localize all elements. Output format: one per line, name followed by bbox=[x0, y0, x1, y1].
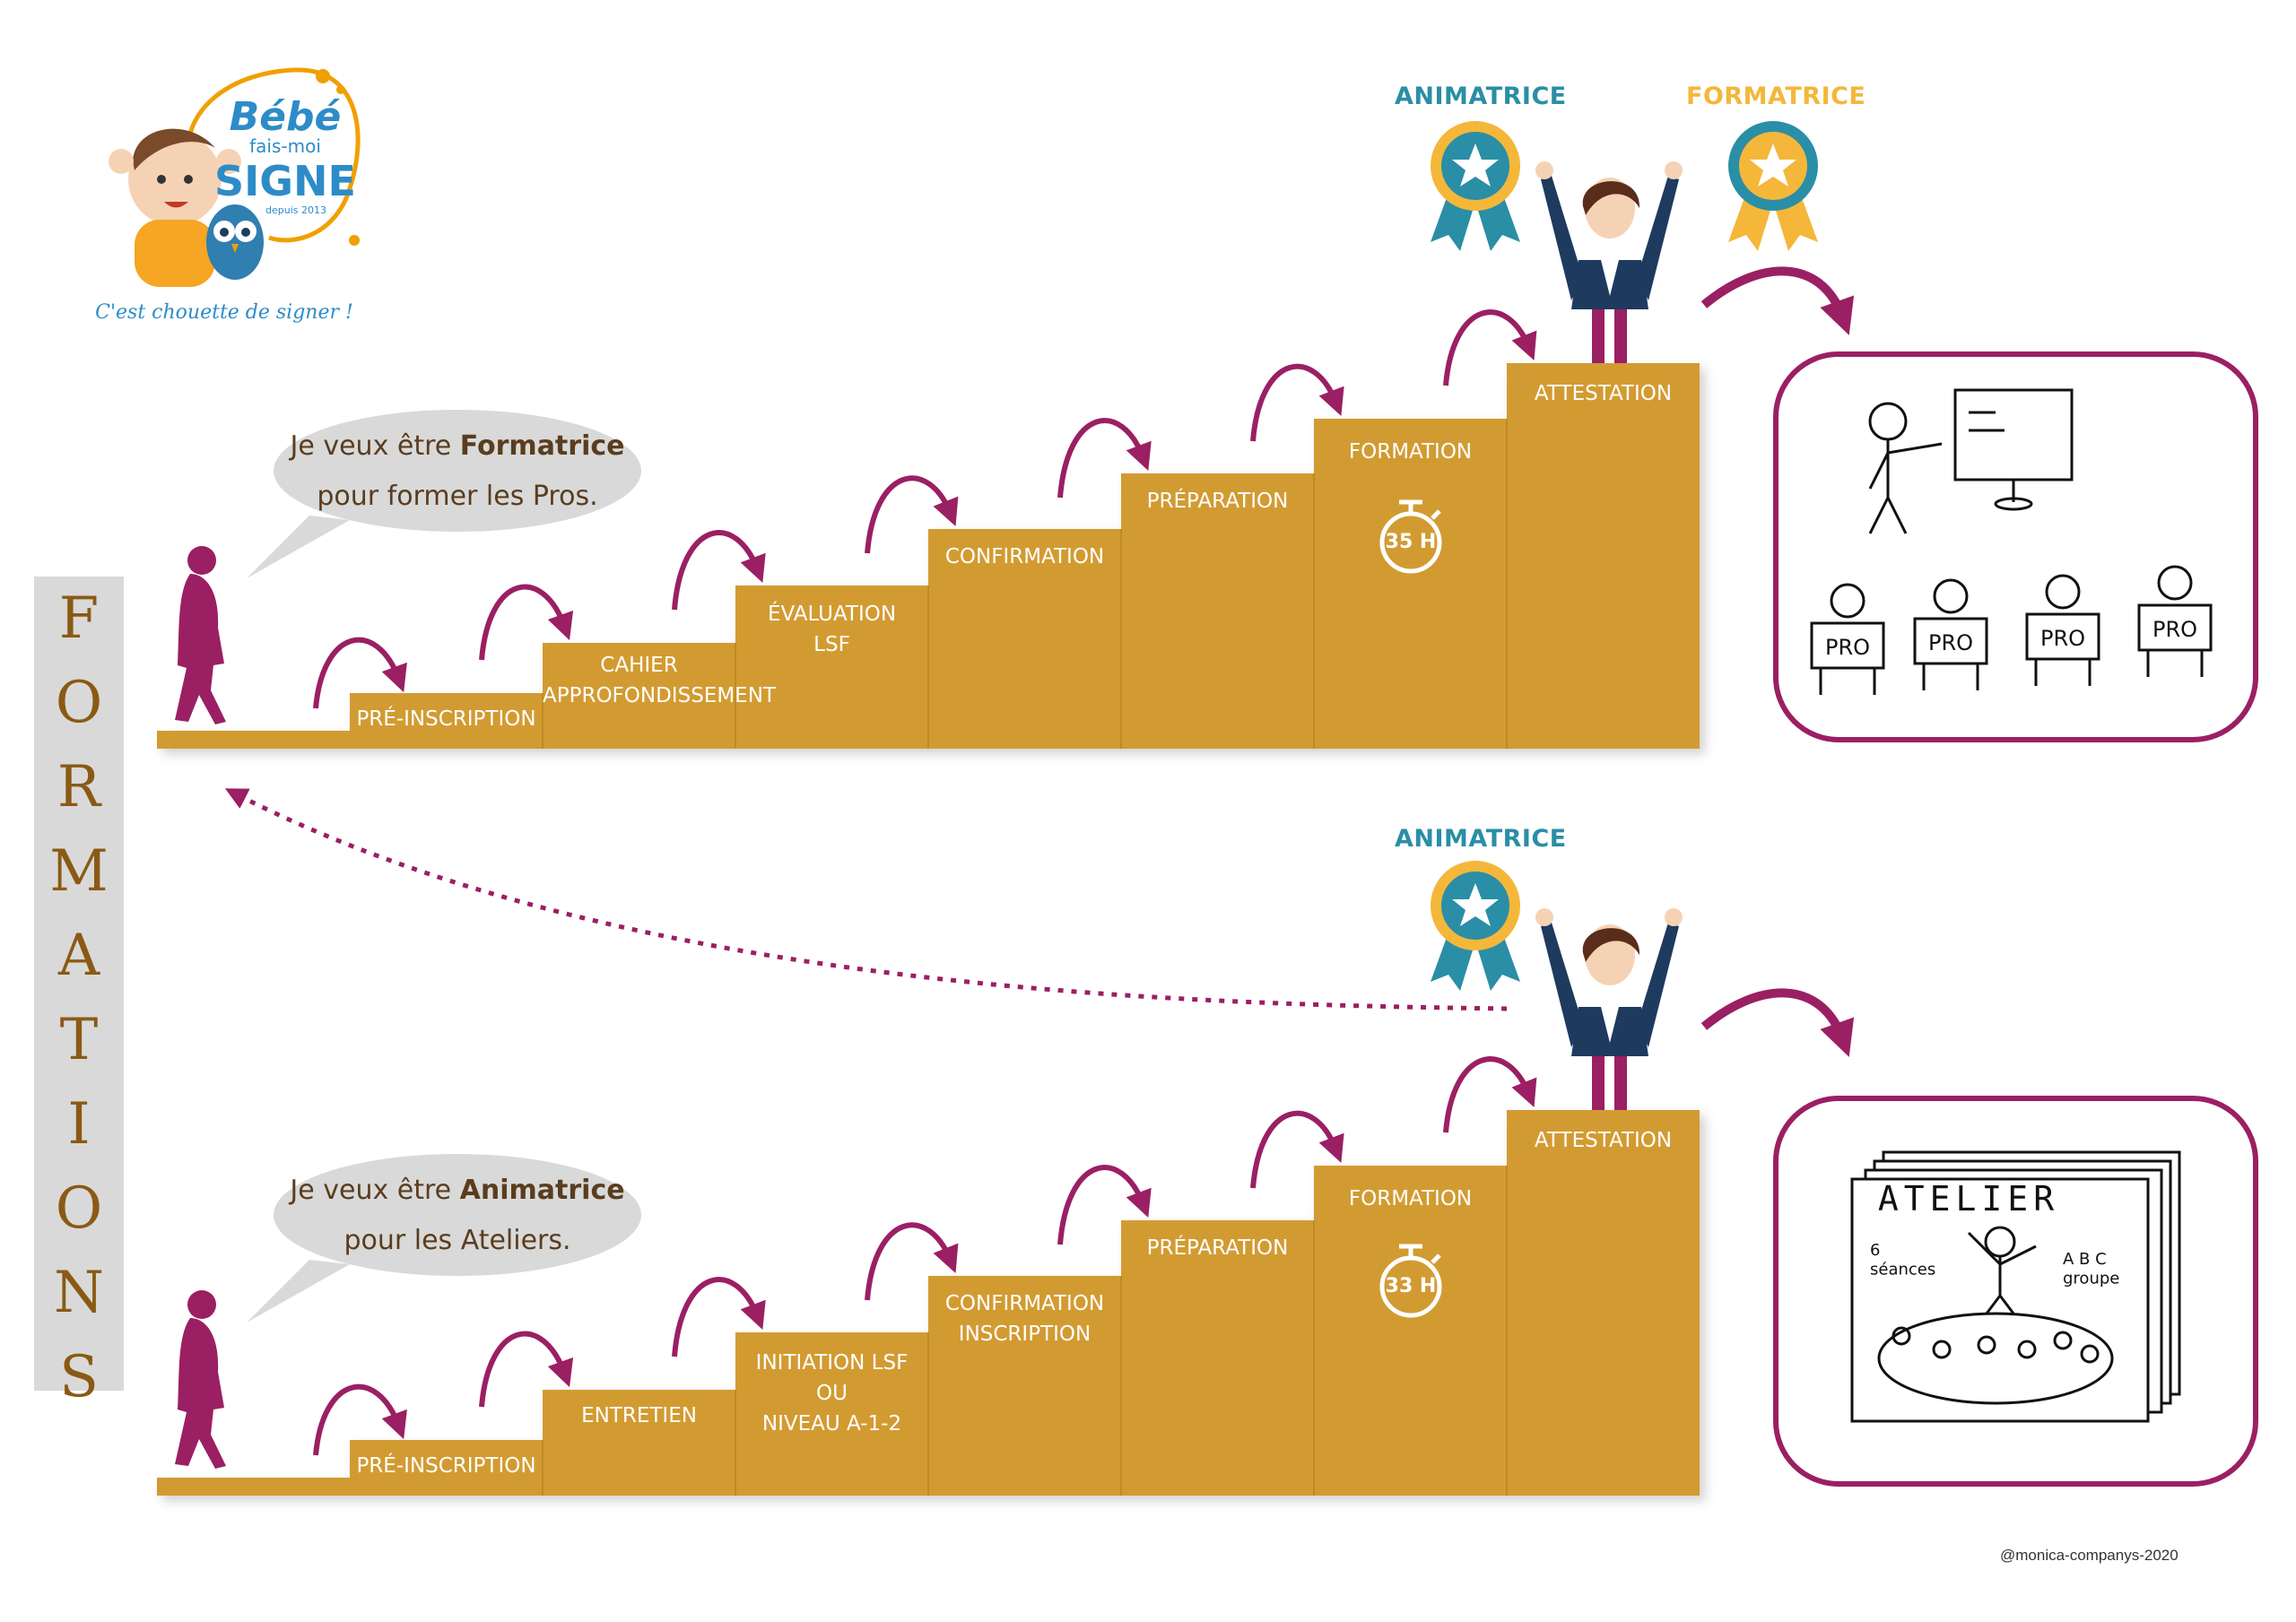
bottom-step-5 bbox=[1121, 1220, 1314, 1496]
vertical-title-letter: O bbox=[55, 1175, 103, 1242]
pro-label-4: PRO bbox=[2152, 617, 2197, 642]
top-step-dividers bbox=[542, 419, 1508, 749]
logo-word-bebe: Bébé bbox=[230, 94, 342, 140]
top-step-5 bbox=[1121, 473, 1314, 749]
logo-since: depuis 2013 bbox=[265, 204, 326, 216]
bottom-step-label-1: PRÉ-INSCRIPTION bbox=[356, 1454, 536, 1478]
top-step-label-7: ATTESTATION bbox=[1534, 382, 1673, 405]
bottom-step-label-5: PRÉPARATION bbox=[1146, 1236, 1289, 1260]
vertical-title-letter: M bbox=[49, 838, 109, 905]
top-bubble-text: Je veux être Formatrice pour former les … bbox=[278, 421, 637, 522]
top-step-6 bbox=[1314, 419, 1507, 749]
bottom-step-2 bbox=[543, 1390, 735, 1496]
top-step-label-1: PRÉ-INSCRIPTION bbox=[356, 707, 536, 731]
top-jump-arrows bbox=[313, 309, 1537, 709]
bottom-cheering-woman-icon bbox=[1535, 908, 1683, 1110]
bottom-hours: 33 H bbox=[1385, 1275, 1437, 1297]
top-step-7 bbox=[1507, 363, 1700, 749]
logo-word-signe: SIGNE bbox=[214, 157, 356, 205]
pro-label-2: PRO bbox=[1928, 630, 1973, 655]
vertical-title-letter: O bbox=[55, 670, 103, 736]
bottom-step-label-7: ATTESTATION bbox=[1534, 1129, 1673, 1152]
bottom-step-label-6: FORMATION bbox=[1348, 1187, 1473, 1210]
vertical-title-letter: R bbox=[57, 754, 101, 820]
top-step-label-2: CAHIER APPROFONDISSEMENT bbox=[543, 654, 776, 707]
top-staircase bbox=[157, 363, 1700, 749]
bottom-staircase bbox=[157, 1110, 1700, 1496]
top-result-arrow bbox=[1700, 266, 1855, 335]
return-dotted-arrow bbox=[224, 788, 1508, 1011]
top-step-label-4: CONFIRMATION bbox=[944, 545, 1105, 568]
logo-word-fais-moi: fais-moi bbox=[249, 135, 321, 157]
bottom-animatrice-label: ANIMATRICE bbox=[1395, 825, 1567, 853]
copyright: @monica-companys-2020 bbox=[2000, 1547, 2179, 1564]
top-cheering-woman-icon bbox=[1535, 161, 1683, 363]
bottom-step-6 bbox=[1314, 1166, 1507, 1496]
top-walking-woman-icon bbox=[175, 546, 226, 724]
top-formatrice-rosette-icon bbox=[1728, 121, 1818, 251]
top-animatrice-rosette-icon bbox=[1431, 121, 1520, 251]
top-bubble-bold: Formatrice bbox=[459, 430, 625, 462]
bottom-step-1 bbox=[350, 1440, 543, 1496]
top-step-4 bbox=[928, 529, 1121, 749]
pro-label-1: PRO bbox=[1825, 635, 1870, 660]
bottom-step-label-2: ENTRETIEN bbox=[581, 1404, 697, 1427]
vertical-title-letter: T bbox=[59, 1007, 99, 1073]
bottom-step-7 bbox=[1507, 1110, 1700, 1496]
top-step-3 bbox=[735, 585, 928, 749]
bottom-bubble-prefix: Je veux être bbox=[290, 1175, 460, 1206]
top-stopwatch-icon bbox=[1379, 499, 1442, 574]
top-step-1 bbox=[350, 693, 543, 749]
bottom-animatrice-rosette-icon bbox=[1431, 861, 1520, 991]
bottom-stopwatch-icon bbox=[1379, 1244, 1442, 1318]
top-step-2 bbox=[543, 643, 735, 749]
bottom-step-3 bbox=[735, 1332, 928, 1496]
top-bubble-line2: pour former les Pros. bbox=[317, 481, 598, 512]
bottom-speech-bubble bbox=[247, 1154, 641, 1323]
top-speech-bubble bbox=[247, 410, 641, 578]
bottom-result-arrow bbox=[1700, 988, 1855, 1057]
pro-label-3: PRO bbox=[2040, 626, 2085, 651]
vertical-title-letter: S bbox=[59, 1344, 99, 1410]
atelier-title: ATELIER bbox=[1878, 1179, 2059, 1219]
top-animatrice-label: ANIMATRICE bbox=[1395, 82, 1567, 110]
vertical-title-letter: N bbox=[54, 1260, 104, 1326]
bottom-step-label-3: INITIATION LSF OU NIVEAU A-1-2 bbox=[755, 1351, 909, 1436]
vertical-title-letter: A bbox=[57, 923, 100, 989]
bottom-step-4 bbox=[928, 1276, 1121, 1496]
bottom-step-label-4: CONFIRMATION INSCRIPTION bbox=[944, 1292, 1105, 1346]
bottom-bubble-line2: pour les Ateliers. bbox=[344, 1225, 571, 1256]
bottom-jump-arrows bbox=[313, 1056, 1537, 1456]
top-pro-training-illustration: PRO PRO PRO PRO bbox=[1773, 351, 2258, 742]
logo-tagline: C'est chouette de signer ! bbox=[95, 301, 353, 324]
bottom-bubble-text: Je veux être Animatrice pour les Atelier… bbox=[278, 1166, 637, 1266]
bottom-step-dividers bbox=[542, 1166, 1508, 1496]
top-formatrice-label: FORMATRICE bbox=[1686, 82, 1866, 110]
top-step-label-6: FORMATION bbox=[1348, 440, 1473, 464]
bottom-bubble-bold: Animatrice bbox=[459, 1175, 625, 1206]
bottom-walking-woman-icon bbox=[175, 1290, 226, 1469]
top-step-label-5: PRÉPARATION bbox=[1146, 490, 1289, 513]
top-hours: 35 H bbox=[1385, 531, 1437, 553]
top-bubble-prefix: Je veux être bbox=[290, 430, 460, 462]
vertical-title-letter: F bbox=[58, 585, 100, 652]
vertical-title-letter: I bbox=[67, 1091, 91, 1158]
top-step-label-3: ÉVALUATION LSF bbox=[767, 603, 897, 656]
brand-logo: Bébé fais-moi SIGNE depuis 2013 C'est ch… bbox=[95, 67, 361, 324]
